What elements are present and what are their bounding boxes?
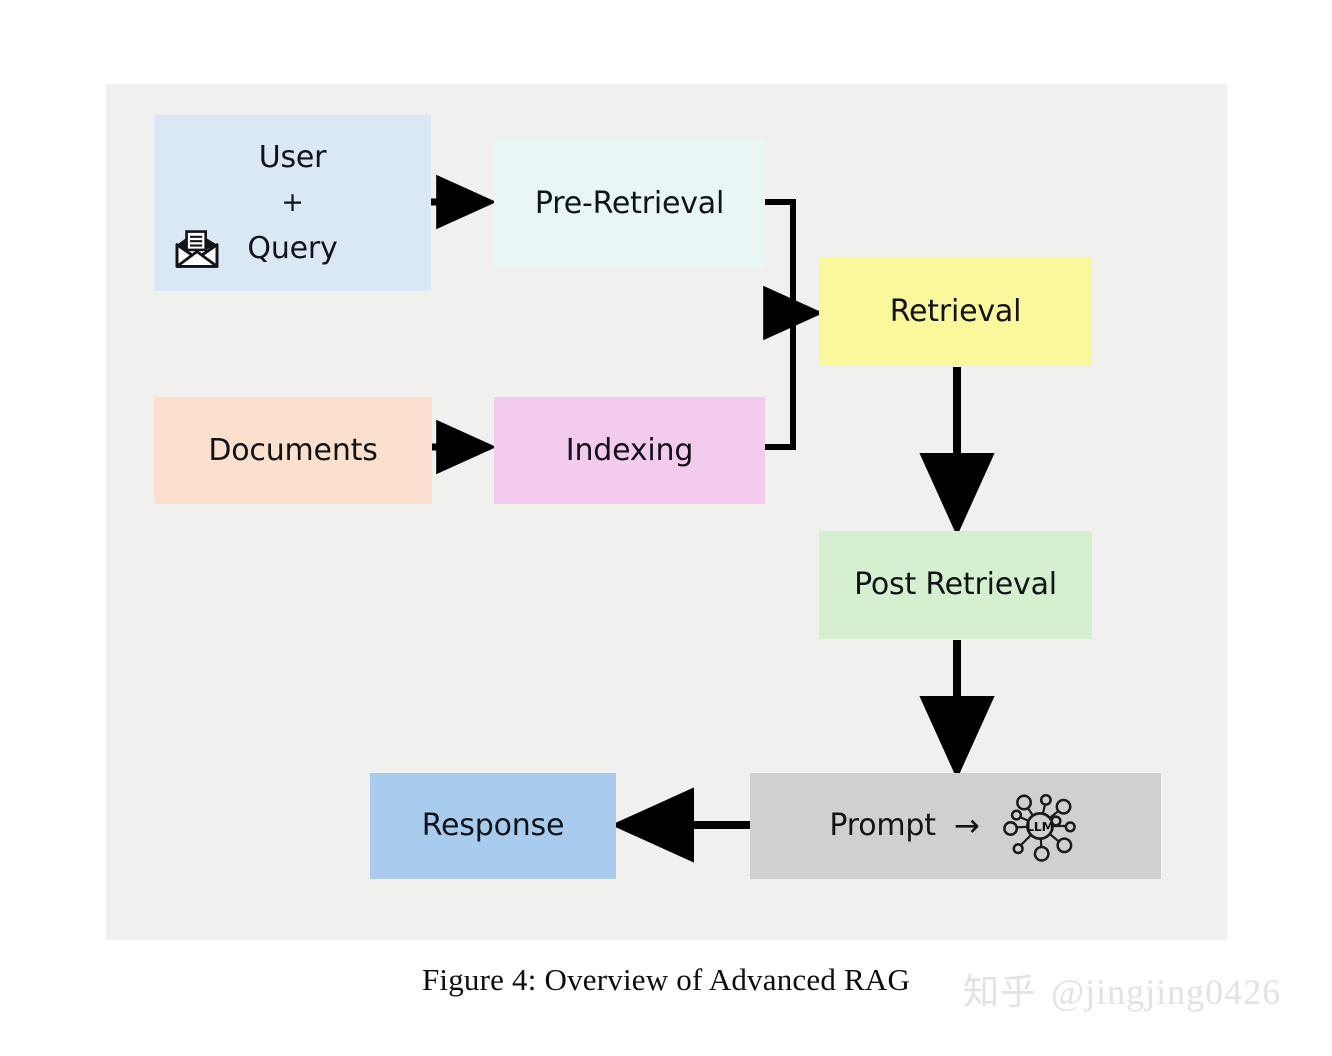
watermark-handle: @jingjing0426 [1051, 972, 1282, 1012]
node-indexing[interactable]: Indexing [494, 397, 765, 504]
figure-caption: Figure 4: Overview of Advanced RAG [421, 962, 911, 997]
node-response-label: Response [421, 808, 565, 844]
edge-preretrieval-to-retrieval [765, 199, 796, 313]
node-user-query-label: Query [247, 230, 338, 266]
llm-icon-label: LLM [1026, 819, 1054, 834]
node-user-query-line1: User [258, 139, 327, 175]
node-user-query-row: Query [154, 229, 431, 268]
arrow-right-icon: → [953, 807, 980, 844]
node-prompt[interactable]: Prompt → [750, 773, 1161, 879]
node-retrieval-label: Retrieval [889, 294, 1022, 330]
node-user-query[interactable]: User + Query [154, 115, 431, 291]
diagram-panel: User + Query [106, 84, 1227, 940]
node-documents[interactable]: Documents [154, 397, 432, 504]
watermark: 知乎 @jingjing0426 [963, 963, 1281, 1015]
node-pre-retrieval-label: Pre-Retrieval [534, 186, 725, 222]
node-prompt-label: Prompt [829, 808, 936, 844]
node-indexing-label: Indexing [565, 432, 694, 468]
node-user-query-plus: + [281, 187, 304, 219]
node-prompt-inner: Prompt → [829, 784, 1081, 868]
node-post-retrieval[interactable]: Post Retrieval [819, 531, 1092, 639]
edge-indexing-to-retrieval [765, 313, 796, 450]
node-retrieval[interactable]: Retrieval [819, 258, 1092, 366]
node-pre-retrieval[interactable]: Pre-Retrieval [494, 140, 765, 268]
node-response[interactable]: Response [370, 773, 616, 879]
open-envelope-icon [175, 229, 219, 268]
node-post-retrieval-label: Post Retrieval [854, 567, 1057, 603]
node-documents-label: Documents [208, 432, 378, 468]
watermark-logo: 知乎 [963, 972, 1038, 1012]
llm-network-icon: LLM [1002, 793, 1076, 862]
